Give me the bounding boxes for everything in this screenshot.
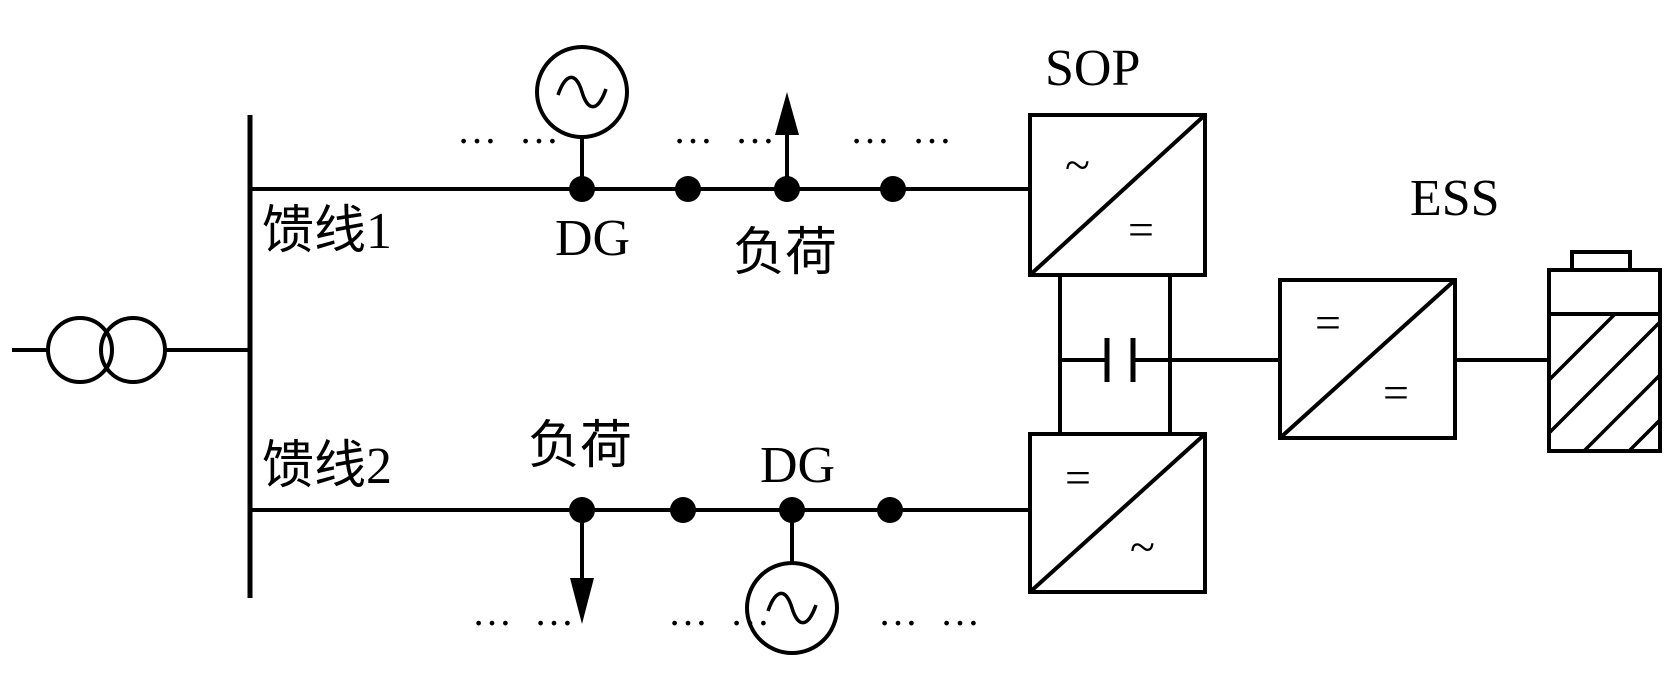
svg-text:=: =	[1383, 367, 1409, 418]
generator-icon	[745, 510, 839, 655]
feeder1-ellipsis: … …	[673, 107, 781, 152]
dg1-label: DG	[555, 210, 630, 267]
load1-label: 负荷	[733, 225, 837, 282]
feeder2-ellipsis: … …	[472, 589, 580, 634]
feeder1-label: 馈线1	[262, 203, 392, 260]
generator-icon	[535, 45, 629, 189]
svg-text:=: =	[1315, 297, 1341, 348]
dc-link	[1058, 275, 1280, 434]
sop-label: SOP	[1045, 40, 1140, 97]
feeder1-node	[675, 176, 701, 202]
load-arrow-up-icon	[775, 92, 799, 189]
feeder1-node-end	[880, 176, 906, 202]
feeder1-ellipsis: … …	[850, 107, 958, 152]
sop-converter-lower: = ~	[1028, 432, 1207, 594]
svg-text:~: ~	[1065, 139, 1090, 190]
feeder2-ellipsis: … …	[668, 589, 776, 634]
feeder2-node	[670, 497, 696, 523]
feeder1-ellipsis: … …	[457, 107, 565, 152]
feeder2-node-end	[877, 497, 903, 523]
feeder2-label: 馈线2	[262, 438, 392, 495]
svg-text:=: =	[1065, 452, 1091, 503]
capacitor-icon	[1104, 338, 1136, 382]
transformer-icon	[12, 316, 248, 384]
load-arrow-down-icon	[570, 510, 594, 624]
svg-text:~: ~	[1130, 521, 1155, 572]
svg-text:=: =	[1128, 204, 1154, 255]
ess-label: ESS	[1410, 170, 1500, 227]
feeder2-ellipsis: … …	[878, 589, 986, 634]
battery-icon	[1547, 250, 1662, 453]
dg2-label: DG	[760, 437, 835, 494]
ess-converter: = =	[1278, 278, 1457, 440]
load2-label: 负荷	[528, 418, 632, 475]
sop-converter-upper: ~ =	[1028, 113, 1207, 277]
